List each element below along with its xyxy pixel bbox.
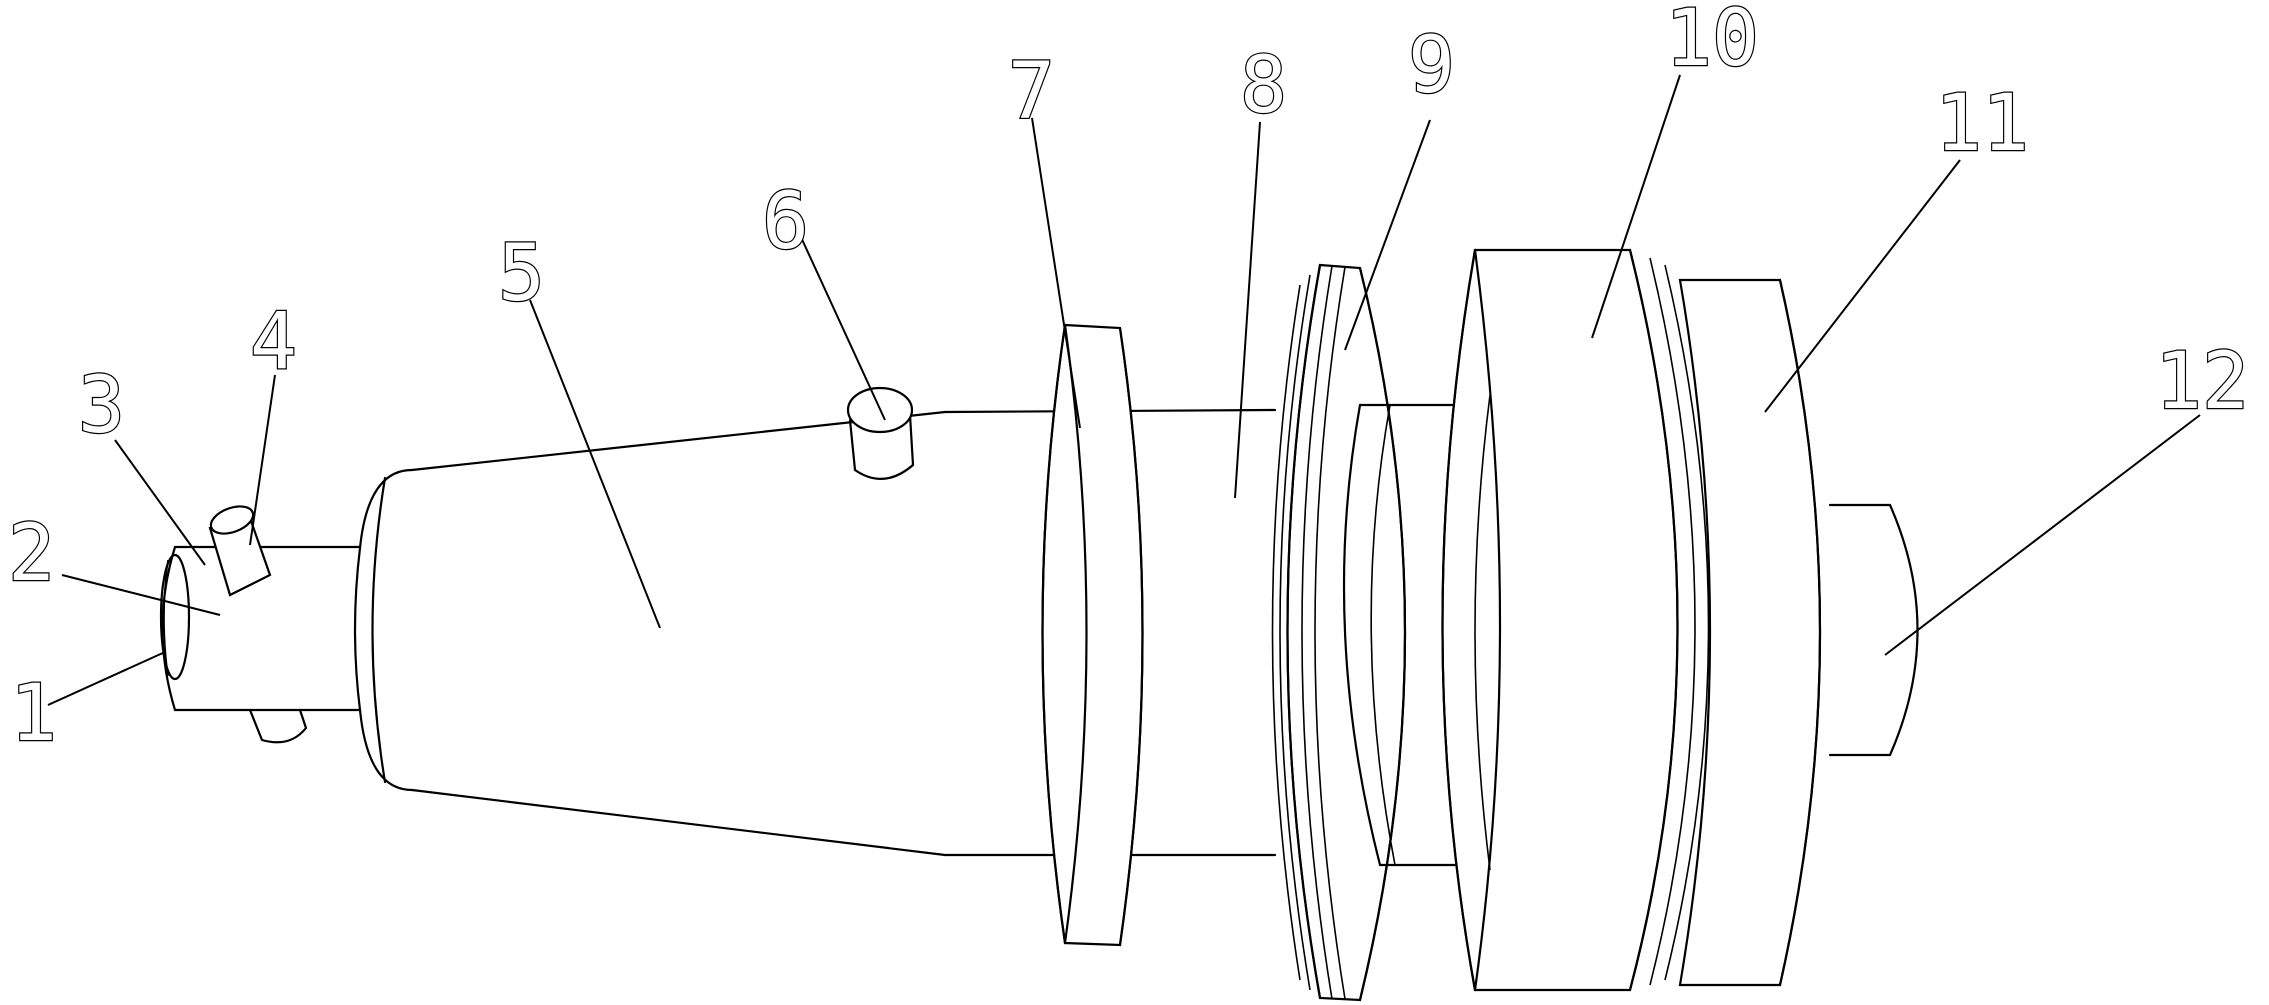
part-9-grooved-disc	[1271, 263, 1407, 1002]
callout-8: 8	[1240, 41, 1287, 131]
part-5-conical-body	[353, 410, 947, 857]
callout-7: 7	[1008, 47, 1055, 137]
callout-4: 4	[250, 297, 297, 387]
callout-10: 10	[1665, 0, 1759, 84]
part-10-large-disc	[1441, 248, 1710, 992]
part-11-rear-disc	[1678, 278, 1822, 987]
part-3-4-inclined-pins	[208, 505, 308, 744]
callout-12: 12	[2155, 337, 2249, 427]
leader-lines	[47, 74, 2201, 706]
callout-2: 2	[8, 509, 55, 599]
callout-9: 9	[1408, 21, 1455, 111]
callout-6: 6	[762, 177, 809, 267]
callout-11: 11	[1935, 79, 2029, 169]
callout-5: 5	[498, 229, 545, 319]
part-12-rear-shaft	[1828, 503, 1919, 757]
part-7-flange	[1041, 323, 1144, 947]
callout-1: 1	[10, 669, 57, 759]
part-6-top-pin	[846, 386, 915, 480]
callout-3: 3	[78, 361, 125, 451]
part-1-end-face	[159, 553, 191, 681]
part-2-front-cylinder	[161, 545, 362, 712]
